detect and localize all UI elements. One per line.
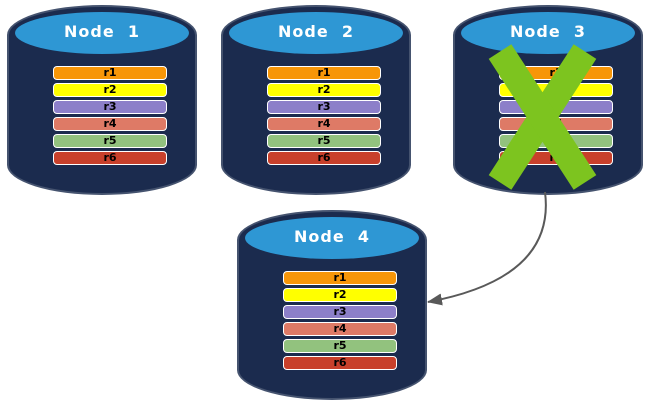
- replica-bar: r4: [499, 117, 613, 131]
- replica-bar: r2: [53, 83, 167, 97]
- replica-bar: r6: [283, 356, 397, 370]
- replica-bar: r6: [53, 151, 167, 165]
- cylinder-top: [245, 217, 419, 259]
- replica-stack: r1 r2 r3 r4 r5 r6: [267, 66, 381, 165]
- cylinder-top: [229, 12, 403, 54]
- replica-bar: r5: [499, 134, 613, 148]
- replica-bar: r4: [267, 117, 381, 131]
- replica-bar: r3: [267, 100, 381, 114]
- replica-bar: r5: [267, 134, 381, 148]
- node-2: Node 2 r1 r2 r3 r4 r5 r6: [221, 5, 411, 195]
- replica-stack: r1 r2 r3 r4 r5 r6: [499, 66, 613, 165]
- node-1: Node 1 r1 r2 r3 r4 r5 r6: [7, 5, 197, 195]
- replica-bar: r6: [499, 151, 613, 165]
- replica-bar: r1: [499, 66, 613, 80]
- replica-bar: r3: [53, 100, 167, 114]
- node-title: Node 4: [294, 227, 370, 246]
- node-4: Node 4 r1 r2 r3 r4 r5 r6: [237, 210, 427, 400]
- replica-stack: r1 r2 r3 r4 r5 r6: [53, 66, 167, 165]
- replica-bar: r4: [283, 322, 397, 336]
- replica-bar: r4: [53, 117, 167, 131]
- replica-bar: r1: [267, 66, 381, 80]
- arrow-path: [427, 191, 547, 306]
- replica-bar: r5: [53, 134, 167, 148]
- replica-bar: r2: [499, 83, 613, 97]
- node-title: Node 3: [510, 22, 586, 41]
- replica-bar: r1: [53, 66, 167, 80]
- node-title: Node 2: [278, 22, 354, 41]
- cylinder-top: [15, 12, 189, 54]
- replica-bar: r2: [283, 288, 397, 302]
- replica-bar: r5: [283, 339, 397, 353]
- replica-bar: r6: [267, 151, 381, 165]
- node-3: Node 3 r1 r2 r3 r4 r5 r6: [453, 5, 643, 195]
- replica-bar: r3: [499, 100, 613, 114]
- replica-bar: r1: [283, 271, 397, 285]
- replica-bar: r2: [267, 83, 381, 97]
- replica-bar: r3: [283, 305, 397, 319]
- replica-stack: r1 r2 r3 r4 r5 r6: [283, 271, 397, 370]
- node-title: Node 1: [64, 22, 140, 41]
